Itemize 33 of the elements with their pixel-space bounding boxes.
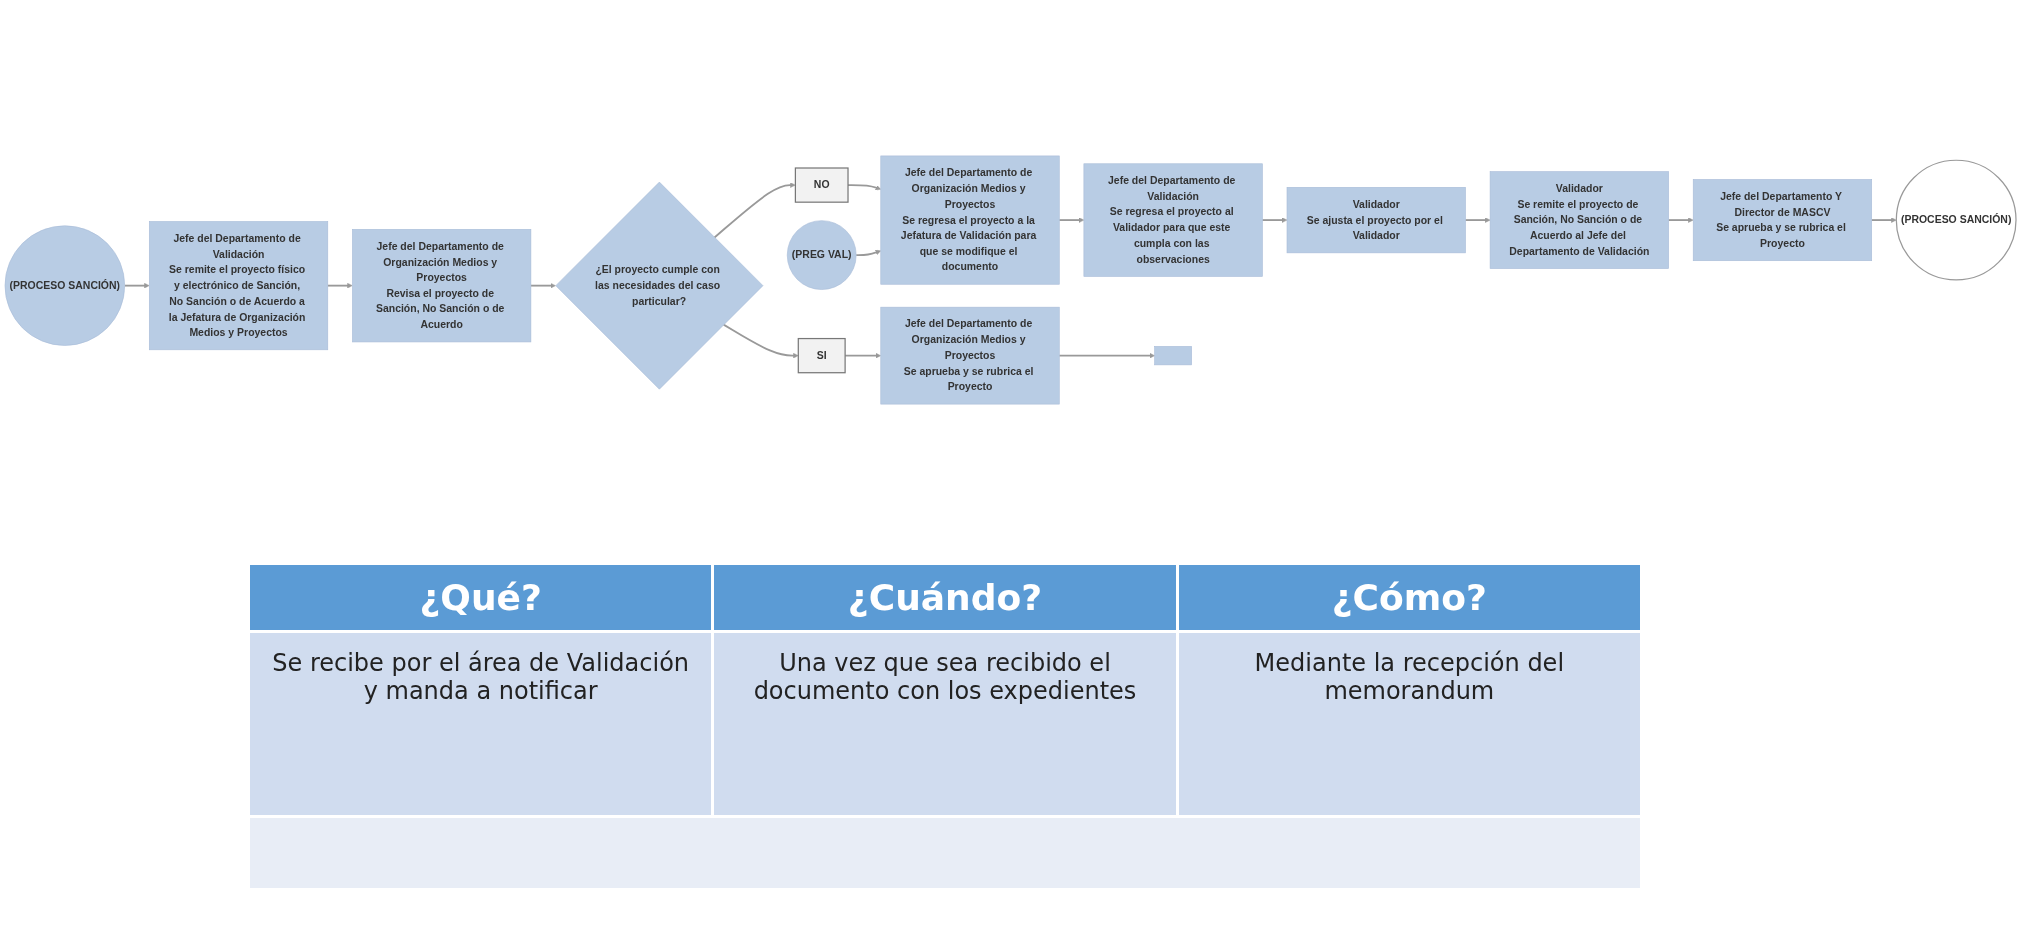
node-box: Validador Se remite el proyecto de Sanción, No Sanción o de Acuerdo al Jefe del Departamento de Validación [1489,171,1669,269]
node-box: Jefe del Departamento de Validación Se regresa el proyecto al Validador para que este cumpla con las observaciones [1083,163,1263,277]
arrow [1667,217,1694,223]
node-circle: (PROCESO SANCIÓN) [4,225,125,346]
table-cell-text: Se recibe por el área de Validación y manda a notificar [250,633,712,815]
column-heading: ¿Cómo? [1178,565,1640,630]
node-box: Jefe del Departamento Y Director de MASCV Se aprueba y se rubrica el Proyecto [1692,179,1872,261]
node-box: Validador Se ajusta el proyecto por el Validador [1286,187,1466,254]
node-box [1154,346,1192,366]
arrow [1058,217,1085,223]
node-box: Jefe del Departamento de Organización Medios y Proyectos Se aprueba y se rubrica el Proyecto [880,306,1060,405]
arrow [722,323,799,359]
column-heading: ¿Cuándo? [714,565,1176,630]
arrow [326,282,353,289]
node-circle: (PREG VAL) [786,220,857,290]
arrow [1870,217,1897,223]
node-box: Jefe del Departamento de Validación Se remite el proyecto físico y electrónico de Sanción, No Sanción o de Acuerdo a la Jefatura de Organización Medios y Proyectos [149,221,329,351]
node-box: SI [797,337,846,374]
arrow [123,282,150,289]
column-heading: ¿Qué? [250,565,712,630]
arrow [1058,352,1155,359]
node-diamond: ¿El proyecto cumple con las necesidades del caso particular? [555,181,764,390]
node-box: NO [794,167,849,203]
arrow [1464,217,1491,223]
node-circle: (PROCESO SANCIÓN) [1895,159,2017,281]
arrow [713,182,796,239]
arrow [1261,217,1288,223]
node-box: Jefe del Departamento de Organización Medios y Proyectos Se regresa el proyecto a la Jefatura de Validación para que se modifique el documento [880,155,1060,285]
table-cell-text: Una vez que sea recibido el documento con los expedientes [714,633,1176,815]
node-box: Jefe del Departamento de Organización Medios y Proyectos Revisa el proyecto de Sanción, No Sanción o de Acuerdo [352,229,532,343]
arrow [529,282,556,289]
arrow [855,249,881,256]
table-cell-text: Mediante la recepción del memorandum [1178,633,1640,815]
